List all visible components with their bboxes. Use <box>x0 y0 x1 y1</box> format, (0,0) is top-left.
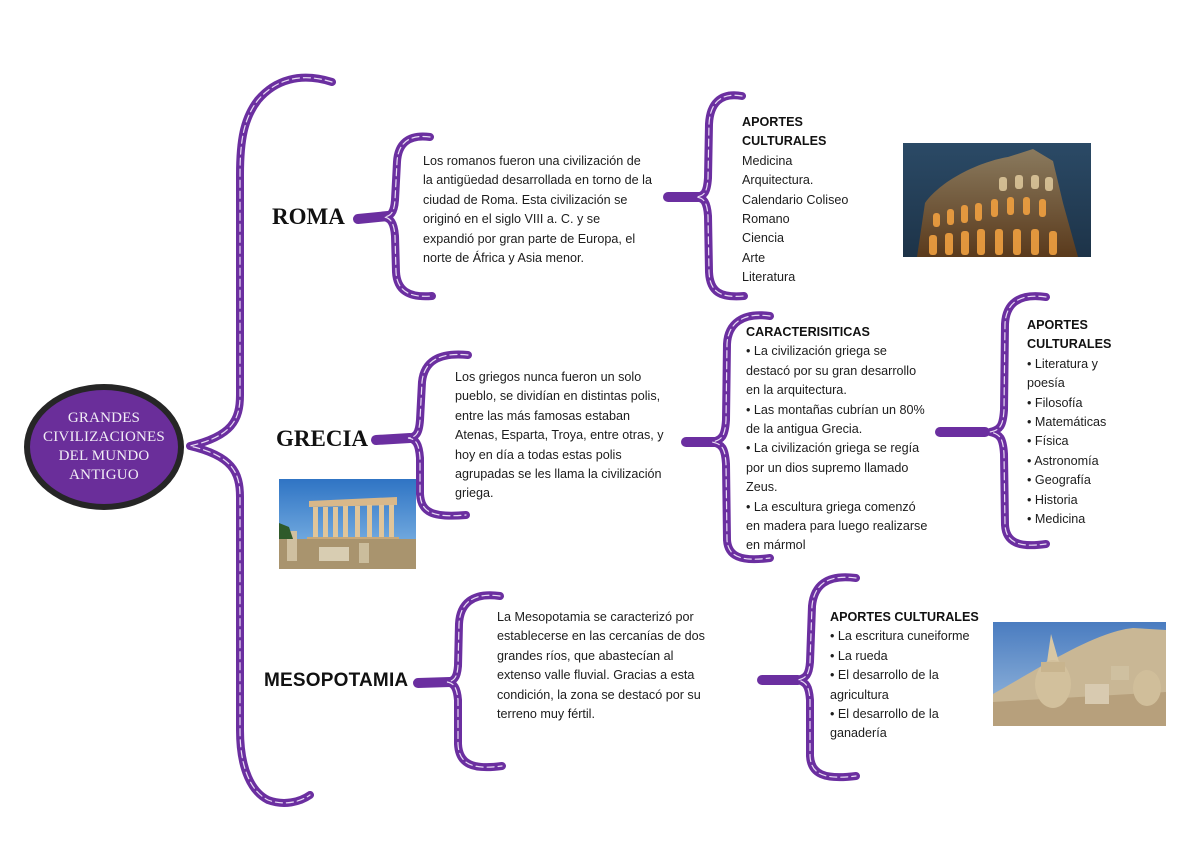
list-item: Romano <box>742 212 790 227</box>
list-item: • Geografía <box>1027 473 1091 488</box>
parthenon-photo <box>279 479 416 569</box>
root-node: GRANDES CIVILIZACIONES DEL MUNDO ANTIGUO <box>24 384 184 510</box>
text-line: Atenas, Esparta, Troya, entre otras, y <box>455 428 664 443</box>
list-item: • Medicina <box>1027 512 1086 527</box>
grecia-caracteristicas-heading: CARACTERISITICAS <box>746 325 870 339</box>
list-item: • Las montañas cubrían un 80% <box>746 402 925 417</box>
main-brace <box>186 73 336 807</box>
list-item: • La escritura cuneiforme <box>830 629 970 644</box>
mesopotamia-title: MESOPOTAMIA <box>264 670 409 691</box>
colosseum-photo <box>903 143 1091 257</box>
text-line: ciudad de Roma. Esta civilización se <box>423 192 628 207</box>
list-item: • Historia <box>1027 492 1078 507</box>
list-item: • Filosofía <box>1027 395 1083 410</box>
text-line: extenso valle fluvial. Gracias a esta <box>497 668 695 683</box>
list-item: por un dios supremo llamado <box>746 460 909 475</box>
roma-aportes-heading: CULTURALES <box>742 134 827 149</box>
list-item: • Matemáticas <box>1027 415 1107 430</box>
grecia-caracteristicas-brace <box>681 311 774 564</box>
text-line: condición, la zona se destacó por su <box>497 687 701 702</box>
list-item: • El desarrollo de la <box>830 707 939 722</box>
grecia-aportes-brace <box>935 292 1050 550</box>
mesopotamia-aportes-heading: APORTES CULTURALES <box>830 610 979 624</box>
roma-aportes-brace <box>663 91 748 301</box>
text-line: grandes ríos, que abastecían al <box>497 648 674 663</box>
list-item: Medicina <box>742 153 793 168</box>
root-label: GRANDES CIVILIZACIONES DEL MUNDO ANTIGUO <box>43 410 165 483</box>
list-item: poesía <box>1027 376 1065 391</box>
grecia-aportes-heading: CULTURALES <box>1027 337 1112 352</box>
text-line: expandió por gran parte de Europa, el <box>423 231 636 246</box>
text-line: norte de África y Asia menor. <box>423 251 585 266</box>
list-item: destacó por su gran desarrollo <box>746 363 917 378</box>
text-line: griega. <box>455 486 494 501</box>
list-item: Literatura <box>742 270 796 285</box>
roma-aportes-heading: APORTES <box>742 115 803 129</box>
list-item: • La escultura griega comenzó <box>746 499 916 514</box>
list-item: ganadería <box>830 726 887 741</box>
list-item: • Astronomía <box>1027 453 1099 468</box>
list-item: Zeus. <box>746 480 778 495</box>
list-item: de la antigua Grecia. <box>746 422 863 437</box>
list-item: en mármol <box>746 538 806 553</box>
list-item: • La civilización griega se <box>746 344 887 359</box>
text-line: originó en el siglo VIII a. C. y se <box>423 212 601 227</box>
list-item: • Literatura y <box>1027 356 1098 371</box>
list-item: • La civilización griega se regía <box>746 441 920 456</box>
text-line: La Mesopotamia se caracterizó por <box>497 610 694 624</box>
mesopotamia-aportes: APORTES CULTURALES • La escritura cuneif… <box>830 608 1000 744</box>
list-item: Arte <box>742 250 766 265</box>
roma-aportes: APORTES CULTURALES Medicina Arquitectura… <box>742 113 892 288</box>
text-line: terreno muy fértil. <box>497 707 595 722</box>
roma-title: ROMA <box>272 204 345 229</box>
grecia-title: GRECIA <box>276 426 369 451</box>
text-line: la antigüedad desarrollada en torno de l… <box>423 173 652 188</box>
list-item: Ciencia <box>742 231 784 246</box>
nemrut-heads-photo <box>993 622 1166 726</box>
grecia-caracteristicas: CARACTERISITICAS • La civilización grieg… <box>746 323 946 556</box>
mesopotamia-aportes-brace <box>757 573 860 782</box>
text-line: entre las más famosas estaban <box>455 408 631 423</box>
text-line: Los griegos nunca fueron un solo <box>455 370 642 384</box>
grecia-brace <box>371 350 472 520</box>
list-item: • Física <box>1027 434 1069 449</box>
roma-brace <box>353 132 436 301</box>
list-item: • El desarrollo de la <box>830 668 939 683</box>
list-item: Calendario Coliseo <box>742 192 849 207</box>
mesopotamia-description: La Mesopotamia se caracterizó por establ… <box>497 608 727 724</box>
text-line: hoy en día a todas estas polis <box>455 447 622 462</box>
roma-description: Los romanos fueron una civilización de l… <box>423 152 673 268</box>
text-line: Los romanos fueron una civilización de <box>423 154 641 168</box>
list-item: • La rueda <box>830 648 888 663</box>
list-item: agricultura <box>830 687 889 702</box>
mesopotamia-brace <box>413 591 506 772</box>
list-item: en madera para luego realizarse <box>746 519 928 534</box>
list-item: Arquitectura. <box>742 173 814 188</box>
text-line: agrupadas se les llama la civilización <box>455 467 662 482</box>
grecia-aportes: APORTES CULTURALES • Literatura y poesía… <box>1027 316 1157 529</box>
grecia-aportes-heading: APORTES <box>1027 318 1088 332</box>
grecia-description: Los griegos nunca fueron un solo pueblo,… <box>455 368 685 504</box>
list-item: en la arquitectura. <box>746 383 847 398</box>
text-line: establecerse en las cercanías de dos <box>497 629 705 644</box>
text-line: pueblo, se dividían en distintas polis, <box>455 389 661 404</box>
